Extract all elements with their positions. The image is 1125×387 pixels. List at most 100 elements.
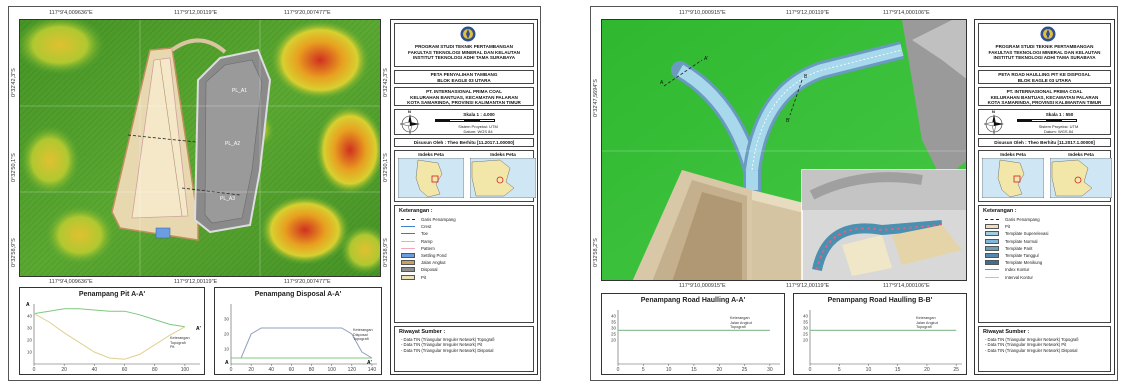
y-tick-label: 20 (27, 338, 33, 343)
right-legend-item: Interval Kontur (985, 274, 1110, 281)
section-pit-label-a: A (26, 302, 30, 308)
left-legend-item: Ramp (401, 238, 533, 245)
source-box: Riwayat Sumber : - Data TIN (Triangular … (394, 326, 534, 372)
haul-road-3d-map[interactable]: A A' B B' (601, 19, 967, 281)
section-pit-legend-1: Topografi (170, 340, 186, 345)
left-legend-swatch (401, 260, 415, 266)
left-legend-label: Disposal (421, 267, 438, 273)
r-section-b-title: Penampang Road Haulling B-B' (827, 297, 933, 304)
r-scale-box: N Skala 1 : 550 Sistem Proyeksi: UTM Dat… (978, 109, 1111, 135)
north-arrow-icon (399, 114, 420, 134)
left-legend-item: Crest (401, 223, 533, 230)
r-institution-header: PROGRAM STUDI TEKNIK PERTAMBANGAN FAKULT… (978, 23, 1111, 67)
left-legend-label: Toe (421, 231, 428, 237)
author-text: Disusun Oleh : Theo Berhitu [11.2017.1.0… (413, 140, 515, 145)
right-legend-label: Interval Kontur (1005, 274, 1033, 280)
right-legend-item: Garis Penampang (985, 216, 1110, 223)
source-item-1: - Data TIN (Triangular Irreguler Network… (401, 337, 495, 342)
r-map-sidebar: PROGRAM STUDI TEKNIK PERTAMBANGAN FAKULT… (974, 19, 1115, 375)
x-tick-label: 80 (152, 367, 158, 373)
right-legend-swatch (985, 253, 999, 259)
y-tick-label: 10 (224, 347, 230, 352)
r-section-b-legend-1: Jalan Angkut (916, 320, 938, 325)
r-scale-bar (1017, 119, 1077, 122)
y-tick-label: 35 (803, 320, 809, 325)
left-legend-swatch (401, 233, 415, 235)
x-tick-label: 20 (924, 367, 930, 373)
scale-note-2: Datum: WGS 84 (463, 129, 493, 134)
left-legend-item: Settling Pond (401, 252, 533, 259)
r-section-label-a-prime: A' (704, 56, 708, 62)
right-legend-label: Template Parit (1005, 245, 1033, 251)
x-tick-label: 0 (230, 367, 233, 373)
left-legend-swatch (401, 274, 415, 280)
right-legend-item: Template Tanggul (985, 252, 1110, 259)
series-line-pit (33, 313, 186, 360)
r-company-line-1: PT. INTERNASIONAL PRIMA COAL (1006, 89, 1083, 94)
x-tick-label: 25 (953, 367, 959, 373)
section-pit-legend-title: Keterangan (170, 336, 190, 340)
right-coord-1: 0°32'42,3"S (383, 68, 389, 97)
legend-title: Keterangan : (399, 208, 433, 214)
right-legend-label: Pit (1005, 224, 1011, 230)
left-legend-label: Crest (421, 224, 432, 230)
topographic-map[interactable]: PL_A1 PL_A2 PL_A3 (19, 19, 381, 277)
x-tick-label: 60 (122, 367, 128, 373)
left-legend-item: Pit (401, 274, 533, 281)
left-legend-label: Pattern (421, 245, 435, 251)
institution-header: PROGRAM STUDI TEKNIK PERTAMBANGAN FAKULT… (394, 23, 534, 67)
y-tick-label: 20 (611, 338, 617, 343)
scale-box: N Skala 1 : 4.000 Sistem Proyeksi: UTM D… (394, 109, 534, 135)
disposal-label-1: PL_A1 (232, 88, 247, 94)
x-tick-label: 10 (666, 367, 672, 373)
r-section-a-legend-title: Keterangan (730, 316, 750, 320)
index-map-box: Indeks Peta Indeks Peta (394, 150, 537, 202)
header-line-2: FAKULTAS TEKNOLOGI MINERAL DAN KELAUTAN (408, 49, 520, 55)
index-map-2 (469, 157, 537, 198)
series-line-disposal (231, 327, 373, 359)
r-map-title-line-1: PETA ROAD HAULLING PIT KE DISPOSAL (998, 72, 1091, 77)
source-item-2: - Data TIN (Triangular Irreguler Network… (401, 342, 483, 348)
r-index-map-2 (1049, 157, 1113, 198)
r-header-line-2: FAKULTAS TEKNOLOGI MINERAL DAN KELAUTAN (988, 49, 1101, 55)
x-tick-label: 20 (248, 367, 254, 373)
source-item-3: - Data TIN (Triangular Irreguler Network… (401, 347, 494, 353)
y-tick-label: 40 (611, 314, 617, 319)
index-title-1: Indeks Peta (418, 152, 444, 157)
top-coord-2: 117°9'12,00119"E (174, 10, 218, 16)
haul-road-3d-svg: A A' B B' (602, 20, 966, 280)
y-tick-label: 20 (224, 332, 230, 337)
left-legend-label: Pit (421, 274, 427, 280)
left-legend-item: Toe (401, 230, 533, 237)
x-tick-label: 40 (92, 367, 98, 373)
left-legend-label: Jalan Angkut (421, 260, 446, 266)
right-coord-3: 0°32'58,9"S (383, 238, 389, 267)
right-legend-label: Index Kontur (1005, 267, 1030, 273)
r-left-coord-2: 0°32'58,2"S (593, 238, 599, 267)
disposal-label-2: PL_A2 (225, 141, 240, 147)
disposal-label-3: PL_A3 (220, 196, 235, 202)
section-disposal-legend: Keterangan Disposal Topografi (353, 328, 373, 342)
r-university-seal-icon (1040, 26, 1056, 42)
x-tick-label: 100 (328, 367, 337, 373)
right-legend-swatch (985, 260, 999, 266)
y-tick-label: 30 (27, 326, 33, 331)
r-section-a-legend-1: Jalan Angkut (730, 320, 752, 325)
bottom-coord-2: 117°9'12,00119"E (174, 279, 218, 285)
section-disposal-label-a: A (225, 360, 229, 366)
r-company-box: PT. INTERNASIONAL PRIMA COAL KELURAHAN B… (978, 87, 1111, 106)
right-legend-item: Template Menikung (985, 259, 1110, 266)
left-legend-swatch (401, 253, 415, 259)
source-title: Riwayat Sumber : (399, 329, 446, 335)
right-legend-swatch (985, 276, 999, 278)
r-section-label-a: A (660, 80, 664, 86)
y-tick-label: 30 (611, 326, 617, 331)
